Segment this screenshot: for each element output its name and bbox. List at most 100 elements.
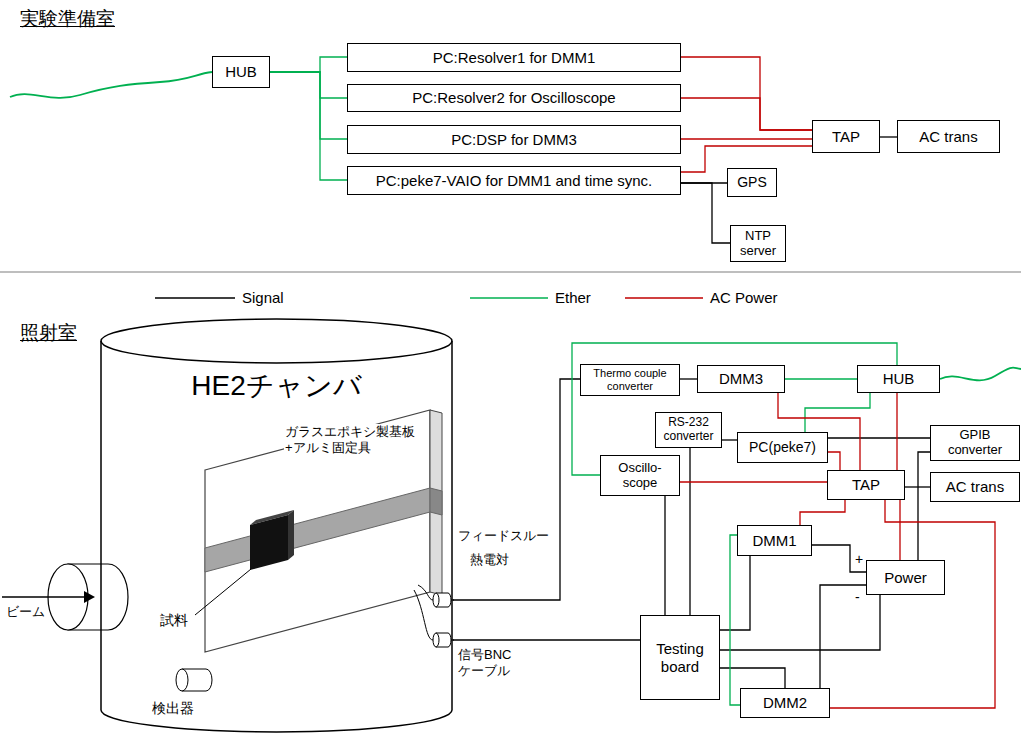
thermocouple-wire [418,585,433,600]
transformer-box: AC trans [930,472,1020,502]
connector [681,183,730,243]
beam-label: ビーム [6,604,45,620]
connector [453,639,640,640]
dmm-box: DMM1 [737,525,812,556]
part-label-box: フィードスルー [458,528,549,544]
connector [899,500,900,560]
connector [880,136,897,137]
room-title: 照射室 [20,322,77,345]
tap-box: TAP [812,120,880,153]
connector [830,500,995,708]
pc-box: PC:DSP for DMM3 [347,125,681,154]
polarity-sign: + [855,551,863,568]
node-text: DMM1 [752,532,796,549]
node-text: HUB [883,370,915,387]
beam-arrow [2,596,85,598]
oscilloscope-box: Oscillo- scope [600,455,680,496]
part-label: フィードスルー [458,528,549,544]
connector [918,452,930,560]
connector [664,496,665,615]
legend-sample [470,297,548,299]
room-divider [0,271,1021,272]
detector-face [176,669,188,691]
connector [812,545,866,572]
node-text: Thermo couple converter [585,367,675,392]
legend-entry: Signal [242,289,284,307]
connector [270,72,347,139]
feedthrough-face [433,633,439,647]
part-label: 検出器 [152,700,194,717]
node-text: DMM2 [763,694,807,711]
node-text: Power [884,569,927,586]
tap-box: TAP [827,470,905,500]
legend-sample [625,297,703,299]
chamber-wall [101,341,452,732]
connector [828,452,840,470]
connector [785,378,857,379]
connector [680,378,697,379]
legend-text: Signal [242,289,284,307]
part-label-box: 検出器 [152,700,194,717]
leader-line [195,569,251,615]
connector [730,535,740,705]
legend-sample [155,297,235,299]
node-text: PC:peke7-VAIO for DMM1 and time sync. [376,172,652,189]
part-label-box: ガラスエポキシ製基板 +アルミ固定具 [284,424,428,455]
connector [800,500,845,525]
chamber-top [101,319,452,363]
cable-label-box: 信号BNC ケーブル [458,647,520,678]
node-text: PC:Resolver1 for DMM1 [433,49,596,66]
legend-entry: Ether [555,289,591,307]
network-cable [10,72,212,98]
beam-label-box: ビーム [6,604,45,620]
fixture-edge [430,488,442,515]
substrate-edge [430,410,442,595]
dmm-box: DMM2 [740,688,830,718]
pc-box: PC:Resolver2 for Oscilloscope [347,84,681,112]
node-text: GPIB converter [935,428,1015,458]
node-text: HUB [225,63,257,80]
room-title: 実験準備室 [20,8,115,31]
connector [896,393,897,470]
hub-box: HUB [212,56,270,88]
network-cable [940,368,1021,381]
vacuum-chamber: HE2チャンバ [100,318,453,733]
part-label: 試料 [160,612,188,629]
node-text: HE2チャンバ [191,370,361,402]
connector [720,556,750,630]
polarity-sign-box: - [855,589,860,606]
node-text: Oscillo- scope [605,461,675,491]
node-text: AC trans [946,478,1004,495]
ntp-server-box: NTP server [730,225,786,262]
node-text: PC:DSP for DMM3 [451,131,577,148]
connector [905,486,930,487]
node-text: PC(peke7) [749,439,816,455]
beam-arrowhead [84,591,95,603]
connector [820,585,866,688]
node-text: PC:Resolver2 for Oscilloscope [412,89,615,106]
connector [689,448,690,615]
substrate-board [205,410,430,652]
legend-text: AC Power [710,289,778,307]
node-text: RS-232 converter [660,416,717,444]
node-text: Testing board [645,640,715,675]
power-supply-box: Power [866,560,945,595]
legend-text: Ether [555,289,591,307]
testing-board-box: Testing board [640,615,720,700]
converter-box: RS-232 converter [655,412,722,448]
pc-box: PC(peke7) [737,432,828,463]
connector [270,72,347,180]
node-text: TAP [832,128,860,145]
converter-box: Thermo couple converter [580,364,680,395]
room-title-box: 実験準備室 [20,8,115,31]
node-text: GPS [737,174,767,190]
cable-label: 信号BNC ケーブル [458,647,520,678]
connector [453,379,580,600]
node-text: DMM3 [719,370,763,387]
connector [681,138,812,139]
connector [270,57,347,72]
transformer-box: AC trans [897,120,1000,153]
connector [722,439,737,440]
aluminium-fixture [205,488,430,572]
dmm-box: DMM3 [697,365,785,393]
